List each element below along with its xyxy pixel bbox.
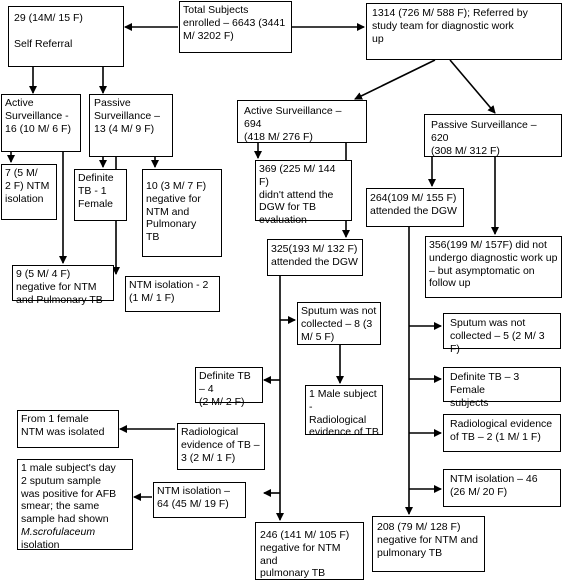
- male-day2-text: 1 male subject's day 2 sputum sample was…: [21, 462, 117, 526]
- neg-208-text: 208 (79 M/ 128 F) negative for NTM and p…: [377, 521, 478, 559]
- sputum-5-box: Sputum was not collected – 5 (2 M/ 3 F): [443, 313, 561, 355]
- definite-3f-box: Definite TB – 3 Female subjects: [443, 367, 561, 409]
- definite-3f-text: Definite TB – 3 Female subjects: [450, 371, 520, 409]
- radio-2-box: Radiological evidence of TB – 2 (1 M/ 1 …: [443, 414, 561, 452]
- attended-325-text: 325(193 M/ 132 F) attended the DGW: [271, 243, 358, 268]
- passive-self-text: Passive Surveillance – 13 (4 M/ 9 F): [94, 97, 160, 135]
- male-day2-box: 1 male subject's day 2 sputum sample was…: [17, 459, 133, 551]
- passive-620-text: Passive Surveillance – 620 (308 M/ 312 F…: [431, 119, 537, 157]
- active-694-text: Active Surveillance – 694 (418 M/ 276 F): [244, 105, 342, 143]
- self-referral-text: 29 (14M/ 15 F) Self Referral: [14, 12, 83, 50]
- referred-text: 1314 (726 M/ 588 F); Referred by study t…: [372, 7, 528, 45]
- didnt-369-box: 369 (225 M/ 144 F) didn't attend the DGW…: [255, 160, 352, 226]
- sputum-8-text: Sputum was not collected – 8 (3 M/ 5 F): [301, 305, 377, 343]
- male-radiological-box: 1 Male subject - Radiological evidence o…: [305, 385, 383, 438]
- total-subjects-box: Total Subjects enrolled – 6643 (3441 M/ …: [179, 1, 292, 53]
- neg-246-box: 246 (141 M/ 105 F) negative for NTM and …: [255, 522, 364, 580]
- attended-264-box: 264(109 M/ 155 F) attended the DGW: [366, 188, 464, 227]
- definite-1-text: Definite TB - 1 Female: [78, 172, 114, 210]
- neg-9-box: 9 (5 M/ 4 F) negative for NTM and Pulmon…: [12, 265, 114, 306]
- ntm-2-text: NTM isolation - 2 (1 M/ 1 F): [129, 279, 209, 304]
- definite-4-text: Definite TB – 4 (2 M/ 2 F): [199, 370, 251, 408]
- sputum-8-box: Sputum was not collected – 8 (3 M/ 5 F): [297, 302, 381, 345]
- not-undergo-356-box: 356(199 M/ 157F) did not undergo diagnos…: [425, 236, 562, 298]
- male-radiological-text: 1 Male subject - Radiological evidence o…: [309, 388, 379, 439]
- definite-1-box: Definite TB - 1 Female: [74, 169, 127, 221]
- definite-4-box: Definite TB – 4 (2 M/ 2 F): [195, 367, 263, 408]
- not-undergo-356-text: 356(199 M/ 157F) did not undergo diagnos…: [429, 239, 558, 290]
- ntm-female-text: From 1 female NTM was isolated: [21, 413, 105, 438]
- total-subjects-text: Total Subjects enrolled – 6643 (3441 M/ …: [183, 4, 286, 42]
- neg-246-text: 246 (141 M/ 105 F) negative for NTM and …: [260, 529, 350, 580]
- sputum-5-text: Sputum was not collected – 5 (2 M/ 3 F): [450, 317, 545, 355]
- neg-10-text: 10 (3 M/ 7 F) negative for NTM and Pulmo…: [146, 180, 207, 244]
- neg-208-box: 208 (79 M/ 128 F) negative for NTM and p…: [372, 516, 485, 572]
- attended-264-text: 264(109 M/ 155 F) attended the DGW: [370, 192, 457, 217]
- ntm-46-box: NTM isolation – 46 (26 M/ 20 F): [443, 469, 561, 507]
- didnt-369-text: 369 (225 M/ 144 F) didn't attend the DGW…: [259, 163, 336, 227]
- radio-3-text: Radiological evidence of TB – 3 (2 M/ 1 …: [181, 426, 260, 464]
- ntm-64-text: NTM isolation – 64 (45 M/ 19 F): [157, 485, 230, 510]
- passive-620-box: Passive Surveillance – 620 (308 M/ 312 F…: [424, 114, 562, 157]
- active-self-box: Active Surveillance - 16 (10 M/ 6 F): [1, 94, 81, 152]
- passive-self-box: Passive Surveillance – 13 (4 M/ 9 F): [89, 94, 173, 157]
- neg-9-text: 9 (5 M/ 4 F) negative for NTM and Pulmon…: [16, 268, 103, 306]
- ntm-64-box: NTM isolation – 64 (45 M/ 19 F): [153, 482, 246, 518]
- ntm-2-box: NTM isolation - 2 (1 M/ 1 F): [125, 276, 220, 312]
- self-referral-box: 29 (14M/ 15 F) Self Referral: [8, 6, 124, 67]
- attended-325-box: 325(193 M/ 132 F) attended the DGW: [267, 239, 363, 276]
- ntm-46-text: NTM isolation – 46 (26 M/ 20 F): [450, 473, 538, 498]
- active-694-box: Active Surveillance – 694 (418 M/ 276 F): [237, 100, 367, 143]
- ntm-7-text: 7 (5 M/ 2 F) NTM isolation: [5, 167, 50, 205]
- referred-box: 1314 (726 M/ 588 F); Referred by study t…: [366, 3, 562, 60]
- male-day2-tail: isolation: [21, 538, 60, 551]
- ntm-female-box: From 1 female NTM was isolated: [17, 410, 119, 448]
- radio-3-box: Radiological evidence of TB – 3 (2 M/ 1 …: [177, 423, 265, 470]
- neg-10-box: 10 (3 M/ 7 F) negative for NTM and Pulmo…: [142, 169, 222, 257]
- male-day2-species: M.scrofulaceum: [21, 525, 96, 538]
- ntm-7-box: 7 (5 M/ 2 F) NTM isolation: [1, 164, 57, 220]
- active-self-text: Active Surveillance - 16 (10 M/ 6 F): [5, 97, 71, 135]
- radio-2-text: Radiological evidence of TB – 2 (1 M/ 1 …: [450, 418, 553, 443]
